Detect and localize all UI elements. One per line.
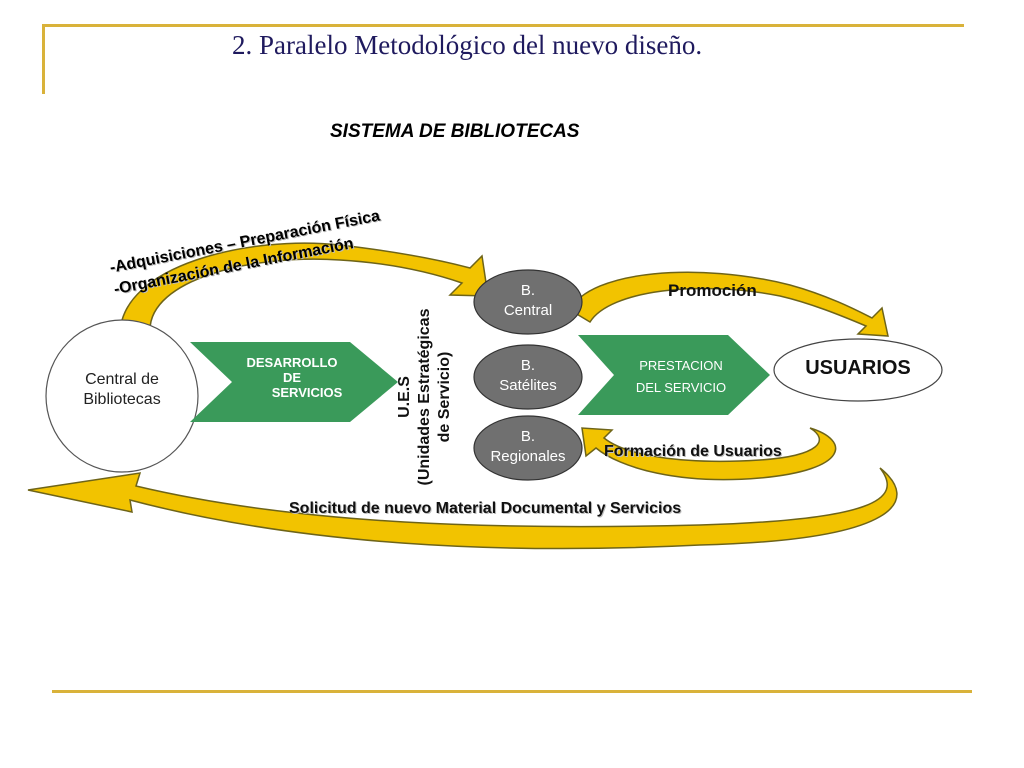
node-b-regionales-label: B. Regionales [474,427,582,467]
central-label-line2: Bibliotecas [83,391,161,408]
diagram-subtitle: SISTEMA DE BIBLIOTECAS [330,121,580,142]
prestacion-line1: PRESTACION [639,358,723,373]
bottom-rule [52,690,972,693]
node-b-satelites-oval [473,344,583,410]
node-b-central-line1: B. [520,282,536,299]
node-b-satelites-line2: Satélites [499,377,557,394]
node-b-central-oval [473,269,583,335]
central-label-line1: Central de [85,371,159,388]
slide-title: 2. Paralelo Metodológico del nuevo diseñ… [232,30,703,60]
node-b-regionales-oval [473,415,583,481]
promocion-label: Promoción [668,281,757,300]
adquisiciones-arrow [119,242,489,336]
desarrollo-line3: SERVICIOS [271,385,343,400]
desarrollo-line1: DESARROLLO [246,355,338,370]
formacion-arrow [581,427,837,481]
node-b-central-line2: Central [503,302,553,319]
node-b-regionales-line1: B. [520,428,536,445]
prestacion-arrow [578,335,770,415]
ues-label: U.E.S (Unidades Estratégicas de Servicio… [395,297,455,497]
node-b-satelites-line1: B. [520,357,536,374]
solicitud-arrow [27,467,898,550]
desarrollo-label: DESARROLLO DE SERVICIOS [222,355,362,400]
title-rule-vertical [42,24,45,94]
node-b-satelites-label: B. Satélites [474,356,582,396]
central-bibliotecas-circle [45,319,199,473]
promocion-arrow [569,271,889,337]
ues-line2: (Unidades Estratégicas [416,308,433,486]
ues-line1: U.E.S [396,376,413,418]
desarrollo-line2: DE [282,370,302,385]
prestacion-label: PRESTACION DEL SERVICIO [606,355,756,399]
ues-line3: de Servicio) [436,351,453,443]
prestacion-line2: DEL SERVICIO [635,380,727,395]
usuarios-label: USUARIOS [805,357,911,379]
node-b-regionales-line2: Regionales [490,448,566,465]
node-b-central-label: B. Central [474,281,582,321]
central-label: Central de Bibliotecas [64,370,180,410]
title-rule-horizontal [42,24,964,27]
formacion-label: Formación de Usuarios [604,443,782,460]
usuarios-oval [773,338,943,402]
desarrollo-arrow [190,342,398,422]
solicitud-label: Solicitud de nuevo Material Documental y… [289,500,682,517]
